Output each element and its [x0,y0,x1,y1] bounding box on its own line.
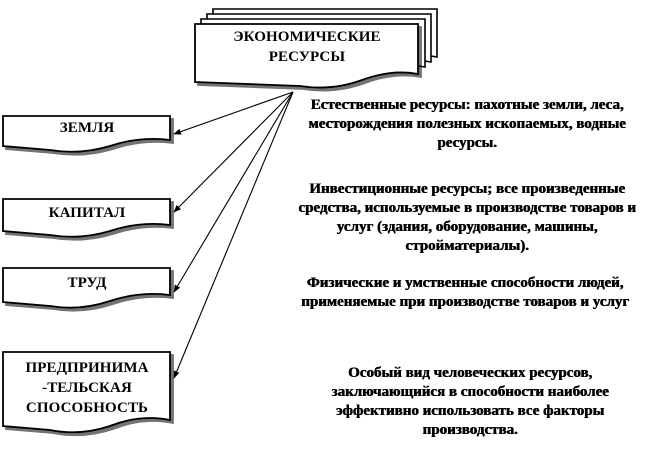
description-capital: Инвестиционные ресурсы; все произведенны… [298,181,636,254]
arrow-to-labor [173,91,294,293]
arrow-to-capital [173,91,294,213]
resource-label-entrepreneurship: ПРЕДПРИНИМА -ТЕЛЬСКАЯ СПОСОБНОСТЬ [4,358,170,418]
description-labor: Физические и умственные способности люде… [300,275,629,310]
resource-box-shape-2 [2,198,171,238]
title-document-stack [194,8,438,89]
diagram-title-line1: ЭКОНОМИЧЕСКИЕ [233,29,381,45]
resource-label-entrepreneurship-line2: -ТЕЛЬСКАЯ [42,380,132,396]
resource-label-land: ЗЕМЛЯ [59,120,115,136]
resource-label-labor: ТРУД [67,275,107,291]
diagram-title-line2: РЕСУРСЫ [268,49,346,65]
resource-box-shape-1 [2,115,171,153]
description-entrepreneurship: Особый вид человеческих ресурсов, заключ… [331,365,609,438]
arrow-to-land [173,91,294,135]
title-document-front [194,23,419,89]
resource-label-entrepreneurship-line3: СПОСОБНОСТЬ [25,400,149,416]
resource-label-entrepreneurship-line1: ПРЕДПРИНИМА [25,360,149,376]
arrow-to-entrepreneurship [173,91,294,379]
description-land: Естественные ресурсы: пахотные земли, ле… [308,97,626,151]
resource-box-shape-3 [2,267,171,309]
diagram-title: ЭКОНОМИЧЕСКИЕ РЕСУРСЫ [198,27,416,67]
resource-box-shape-4 [2,351,171,434]
resource-label-capital: КАПИТАЛ [48,205,126,221]
